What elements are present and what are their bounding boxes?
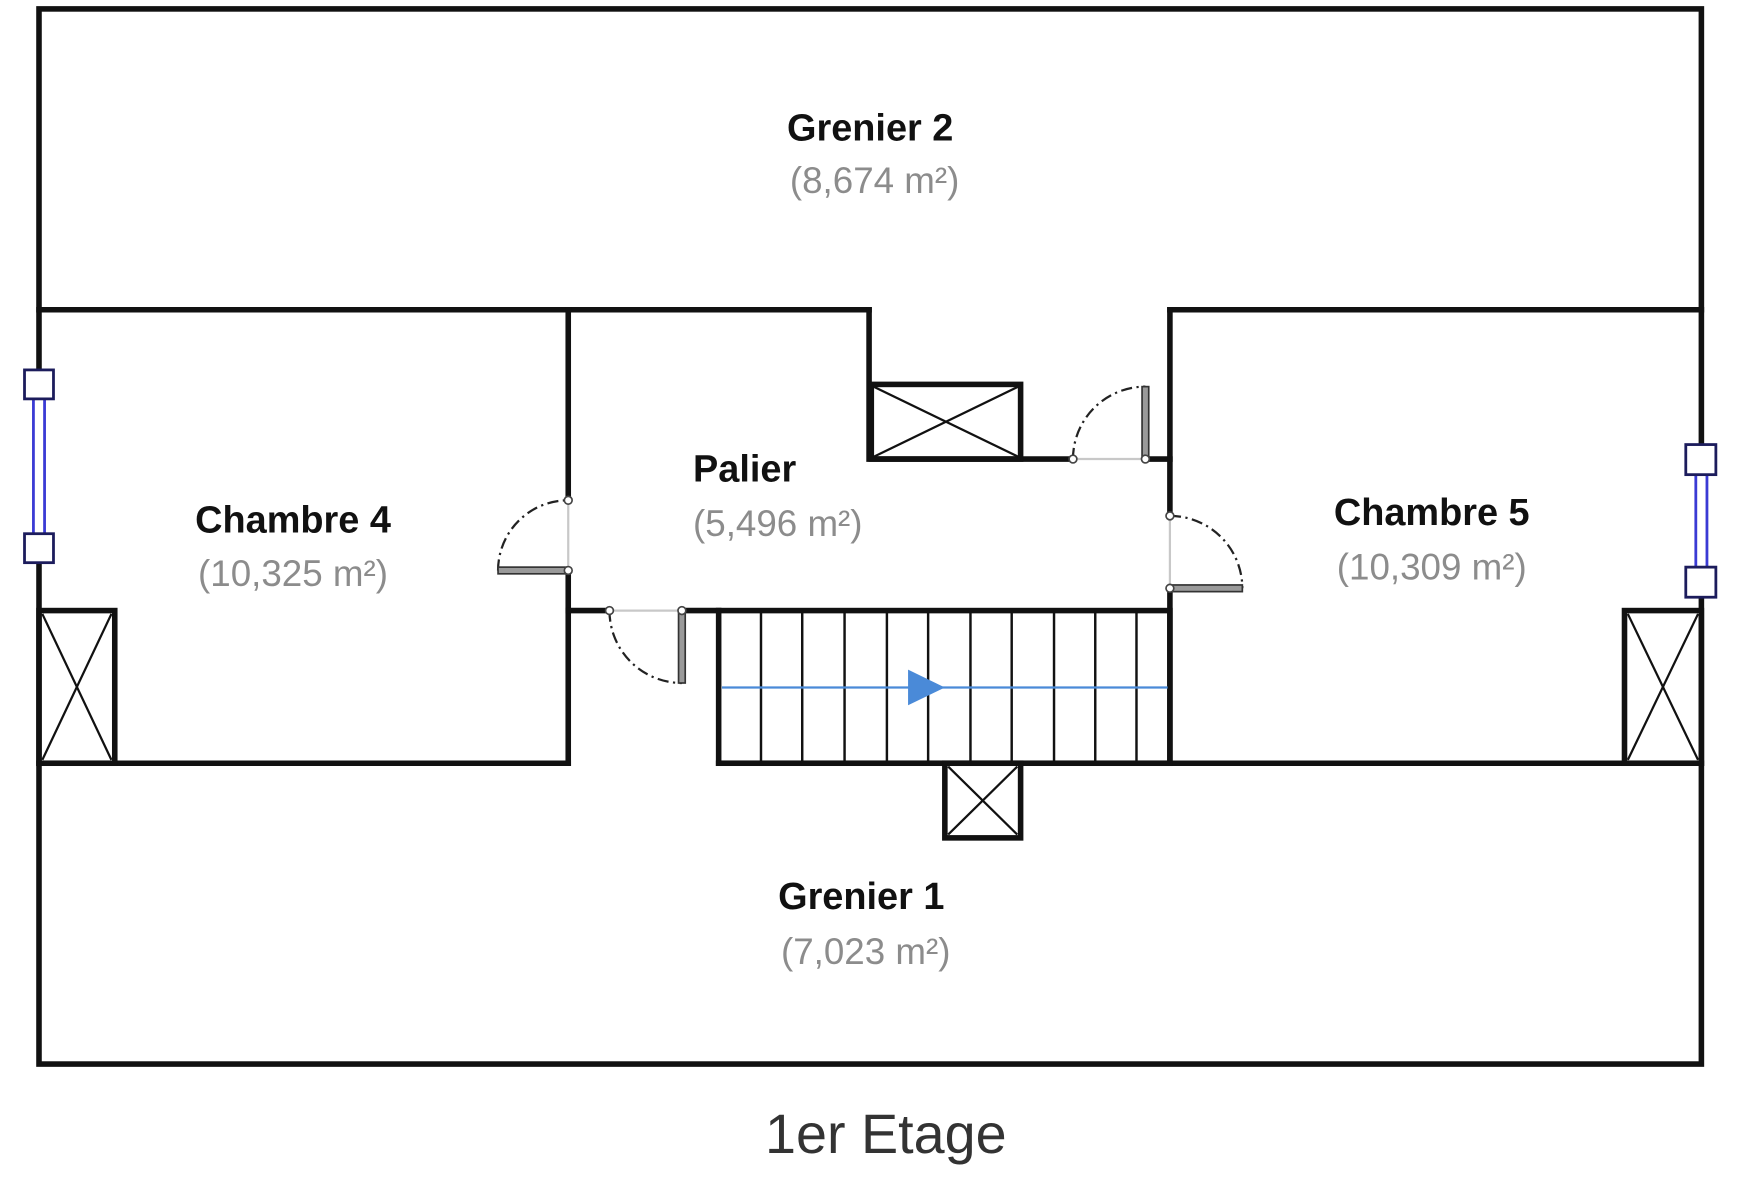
cupboard-outline <box>942 760 1024 841</box>
door-hinge <box>1068 454 1078 464</box>
room-grenier-2: Grenier 2 (8,674 m²) <box>787 107 959 200</box>
cupboard-palier-top <box>868 381 1024 462</box>
cupboard-outline <box>1621 607 1705 767</box>
cupboard-outline <box>868 381 1024 462</box>
door-hinge <box>604 605 615 616</box>
staircase <box>715 607 1173 767</box>
window-chambre-5 <box>1684 443 1718 599</box>
room-area: (10,325 m²) <box>198 553 388 594</box>
cupboard-outline <box>36 607 118 767</box>
window-end-square <box>1684 443 1718 477</box>
door-chambre-4 <box>496 495 573 576</box>
room-name: Grenier 2 <box>787 107 953 149</box>
floor-title: 1er Etage <box>765 1103 1007 1165</box>
floor-plan-content: Grenier 2 (8,674 m²) Chambre 4 (10,325 m… <box>23 6 1718 1165</box>
cupboard-chambre-4 <box>36 607 118 767</box>
room-area: (8,674 m²) <box>790 160 960 201</box>
door-swing-arc <box>1071 385 1146 460</box>
door-leaf <box>497 566 570 575</box>
cupboard-chambre-5 <box>1621 607 1705 767</box>
door-hinge <box>1140 454 1151 464</box>
door-swing-arc <box>496 499 569 571</box>
room-area: (10,309 m²) <box>1337 546 1527 587</box>
room-name: Chambre 4 <box>195 500 391 542</box>
door-palier-grenier-1 <box>604 605 687 685</box>
room-name: Chambre 5 <box>1334 492 1530 534</box>
room-area: (7,023 m²) <box>781 931 951 972</box>
cupboard-cross-line <box>947 765 1019 836</box>
door-swing-arc <box>608 610 682 685</box>
window-chambre-4 <box>23 368 55 565</box>
room-chambre-5: Chambre 5 (10,309 m²) <box>1334 492 1530 588</box>
window-end-square <box>23 368 55 401</box>
door-leaf <box>677 609 687 684</box>
room-name: Grenier 1 <box>778 876 944 918</box>
door-hinge <box>677 605 687 616</box>
door-palier-grenier-2 <box>1068 385 1151 464</box>
door-chambre-5 <box>1165 511 1244 594</box>
door-thresholds <box>567 457 1172 612</box>
door-leaf <box>1169 584 1244 593</box>
door-hinge <box>1165 583 1175 594</box>
cupboard-cross-line <box>1626 613 1700 761</box>
window-end-square <box>1684 565 1718 599</box>
room-name: Palier <box>693 448 796 490</box>
door-hinge <box>563 495 573 506</box>
room-chambre-4: Chambre 4 (10,325 m²) <box>195 500 391 594</box>
window-bar <box>1694 457 1709 584</box>
cupboard-cross-line <box>873 385 1019 458</box>
door-hinge <box>1165 511 1175 521</box>
window-bar <box>32 383 46 550</box>
door-swing-arc <box>1169 514 1244 589</box>
stair-direction-arrow-icon <box>908 669 945 706</box>
room-area: (5,496 m²) <box>693 503 863 544</box>
room-grenier-1: Grenier 1 (7,023 m²) <box>778 876 950 972</box>
room-palier: Palier (5,496 m²) <box>693 448 863 544</box>
window-end-square <box>23 532 55 565</box>
door-hinge <box>563 565 573 576</box>
cupboard-grenier-1 <box>942 760 1024 841</box>
cupboard-cross-line <box>41 613 113 761</box>
door-leaf <box>1141 385 1150 460</box>
